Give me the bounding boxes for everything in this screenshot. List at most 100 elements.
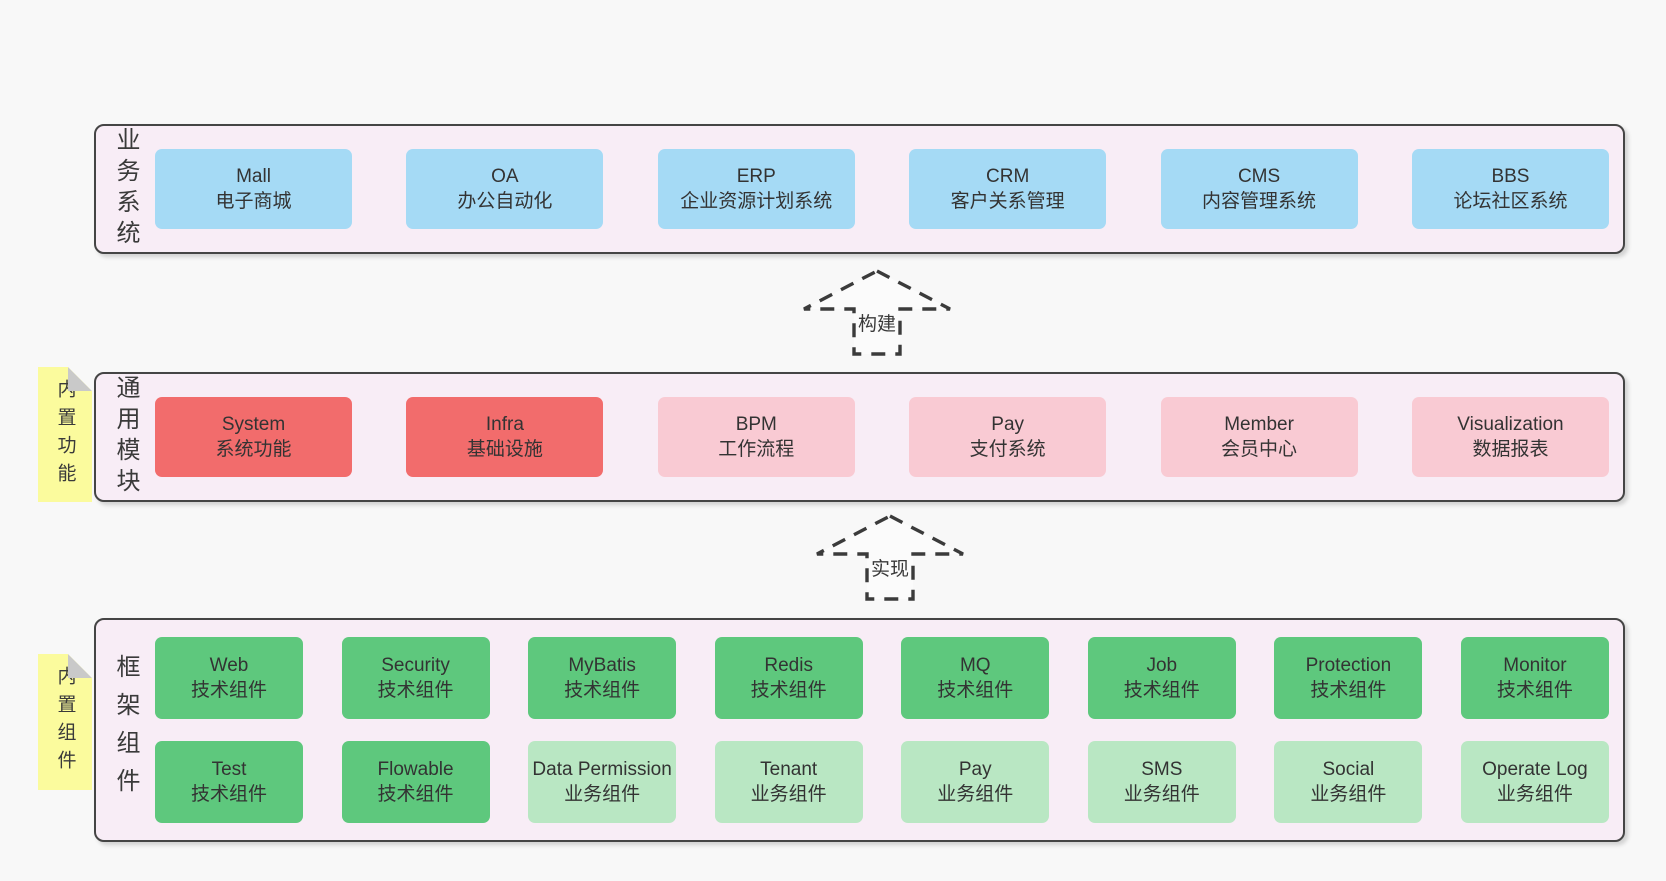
box-desc: 基础设施 <box>466 439 543 460</box>
box-name: Operate Log <box>1482 758 1588 780</box>
box-pay-component: Pay 业务组件 <box>901 741 1050 823</box>
box-protection: Protection 技术组件 <box>1274 637 1423 719</box>
framework-components-boxes: Web 技术组件 Security 技术组件 MyBatis 技术组件 Redi… <box>155 620 1623 840</box>
box-name: CMS <box>1237 165 1281 187</box>
box-name: Mall <box>236 165 271 187</box>
box-name: Tenant <box>760 758 818 780</box>
box-desc: 技术组件 <box>377 680 454 701</box>
component-row-2: Test 技术组件 Flowable 技术组件 Data Permission … <box>155 741 1609 823</box>
box-web: Web 技术组件 <box>155 637 303 719</box>
layer-label-framework-components: 框架组件 <box>112 654 139 806</box>
box-name: OA <box>491 165 519 187</box>
sticky-note-builtin-components: 内置组件 <box>38 654 92 790</box>
box-system: System 系统功能 <box>155 397 352 477</box>
box-name: Protection <box>1305 654 1392 676</box>
box-oa: OA 办公自动化 <box>406 149 604 229</box>
box-desc: 技术组件 <box>750 680 827 701</box>
box-desc: 论坛社区系统 <box>1453 191 1568 212</box>
common-modules-boxes: System 系统功能 Infra 基础设施 BPM 工作流程 Pay 支付系统… <box>155 374 1623 500</box>
box-name: BBS <box>1491 165 1530 187</box>
box-mq: MQ 技术组件 <box>901 637 1050 719</box>
up-arrow-shape: 构建 <box>803 269 951 356</box>
box-monitor: Monitor 技术组件 <box>1460 637 1609 719</box>
box-test: Test 技术组件 <box>155 741 303 823</box>
box-flowable: Flowable 技术组件 <box>341 741 490 823</box>
box-redis: Redis 技术组件 <box>714 637 863 719</box>
box-desc: 业务组件 <box>564 784 641 805</box>
box-crm: CRM 客户关系管理 <box>909 149 1107 229</box>
box-name: Infra <box>485 413 524 435</box>
layer-common-modules: 通用模块 System 系统功能 Infra 基础设施 BPM 工作流程 Pay… <box>94 372 1625 502</box>
box-name: Visualization <box>1457 413 1564 435</box>
box-desc: 技术组件 <box>190 784 267 805</box>
box-desc: 系统功能 <box>215 439 292 460</box>
box-desc: 企业资源计划系统 <box>680 191 833 212</box>
box-name: Redis <box>764 654 813 676</box>
box-desc: 技术组件 <box>377 784 454 805</box>
box-desc: 会员中心 <box>1221 439 1298 460</box>
box-name: MyBatis <box>568 654 636 676</box>
box-name: Social <box>1322 758 1375 780</box>
box-name: Job <box>1146 654 1178 676</box>
box-mall: Mall 电子商城 <box>155 149 352 229</box>
box-social: Social 业务组件 <box>1274 741 1423 823</box>
box-name: Test <box>211 758 247 780</box>
box-desc: 业务组件 <box>750 784 827 805</box>
box-desc: 业务组件 <box>937 784 1014 805</box>
sticky-note-builtin-features: 内置功能 <box>38 367 92 502</box>
box-desc: 工作流程 <box>718 439 795 460</box>
box-name: Data Permission <box>532 758 672 780</box>
box-operate-log: Operate Log 业务组件 <box>1460 741 1609 823</box>
box-desc: 技术组件 <box>564 680 641 701</box>
box-name: ERP <box>736 165 776 187</box>
box-name: Pay <box>958 758 992 780</box>
box-name: SMS <box>1141 758 1183 780</box>
business-systems-boxes: Mall 电子商城 OA 办公自动化 ERP 企业资源计划系统 CRM 客户关系… <box>155 126 1623 252</box>
up-arrow-shape: 实现 <box>816 514 964 601</box>
box-job: Job 技术组件 <box>1087 637 1236 719</box>
box-name: Pay <box>991 413 1025 435</box>
box-security: Security 技术组件 <box>341 637 490 719</box>
layer-label-business-systems: 业务系统 <box>112 127 139 251</box>
folded-corner <box>68 367 92 391</box>
box-name: Security <box>381 654 450 676</box>
box-visualization: Visualization 数据报表 <box>1411 397 1609 477</box>
layer-framework-components: 框架组件 Web 技术组件 Security 技术组件 MyBatis 技术组件… <box>94 618 1625 842</box>
box-name: BPM <box>735 413 777 435</box>
box-desc: 客户关系管理 <box>950 191 1065 212</box>
box-desc: 办公自动化 <box>457 191 553 212</box>
box-name: MQ <box>959 654 991 676</box>
box-sms: SMS 业务组件 <box>1087 741 1236 823</box>
box-data-permission: Data Permission 业务组件 <box>528 741 677 823</box>
arrow-build: 构建 <box>802 268 952 358</box>
box-desc: 内容管理系统 <box>1202 191 1317 212</box>
layer-business-systems: 业务系统 Mall 电子商城 OA 办公自动化 ERP 企业资源计划系统 CRM… <box>94 124 1625 254</box>
box-tenant: Tenant 业务组件 <box>714 741 863 823</box>
box-erp: ERP 企业资源计划系统 <box>657 149 855 229</box>
box-desc: 技术组件 <box>1496 680 1573 701</box>
component-row-1: Web 技术组件 Security 技术组件 MyBatis 技术组件 Redi… <box>155 637 1609 719</box>
box-name: Monitor <box>1503 654 1567 676</box>
box-desc: 支付系统 <box>969 439 1046 460</box>
box-desc: 技术组件 <box>190 680 267 701</box>
arrow-implement: 实现 <box>815 513 965 603</box>
box-bpm: BPM 工作流程 <box>657 397 855 477</box>
box-desc: 业务组件 <box>1496 784 1573 805</box>
box-name: Web <box>209 654 249 676</box>
box-member: Member 会员中心 <box>1160 397 1358 477</box>
folded-corner <box>68 654 92 678</box>
box-desc: 业务组件 <box>1123 784 1200 805</box>
box-pay-system: Pay 支付系统 <box>909 397 1107 477</box>
box-desc: 技术组件 <box>1123 680 1200 701</box>
box-mybatis: MyBatis 技术组件 <box>528 637 677 719</box>
box-bbs: BBS 论坛社区系统 <box>1411 149 1609 229</box>
box-desc: 技术组件 <box>937 680 1014 701</box>
box-desc: 技术组件 <box>1310 680 1387 701</box>
box-cms: CMS 内容管理系统 <box>1160 149 1358 229</box>
arrow-label: 构建 <box>858 313 896 335</box>
box-name: Member <box>1224 413 1294 435</box>
box-name: System <box>221 413 286 435</box>
layer-label-common-modules: 通用模块 <box>112 375 139 499</box>
box-name: CRM <box>986 165 1030 187</box>
arrow-label-bg <box>856 311 898 336</box>
